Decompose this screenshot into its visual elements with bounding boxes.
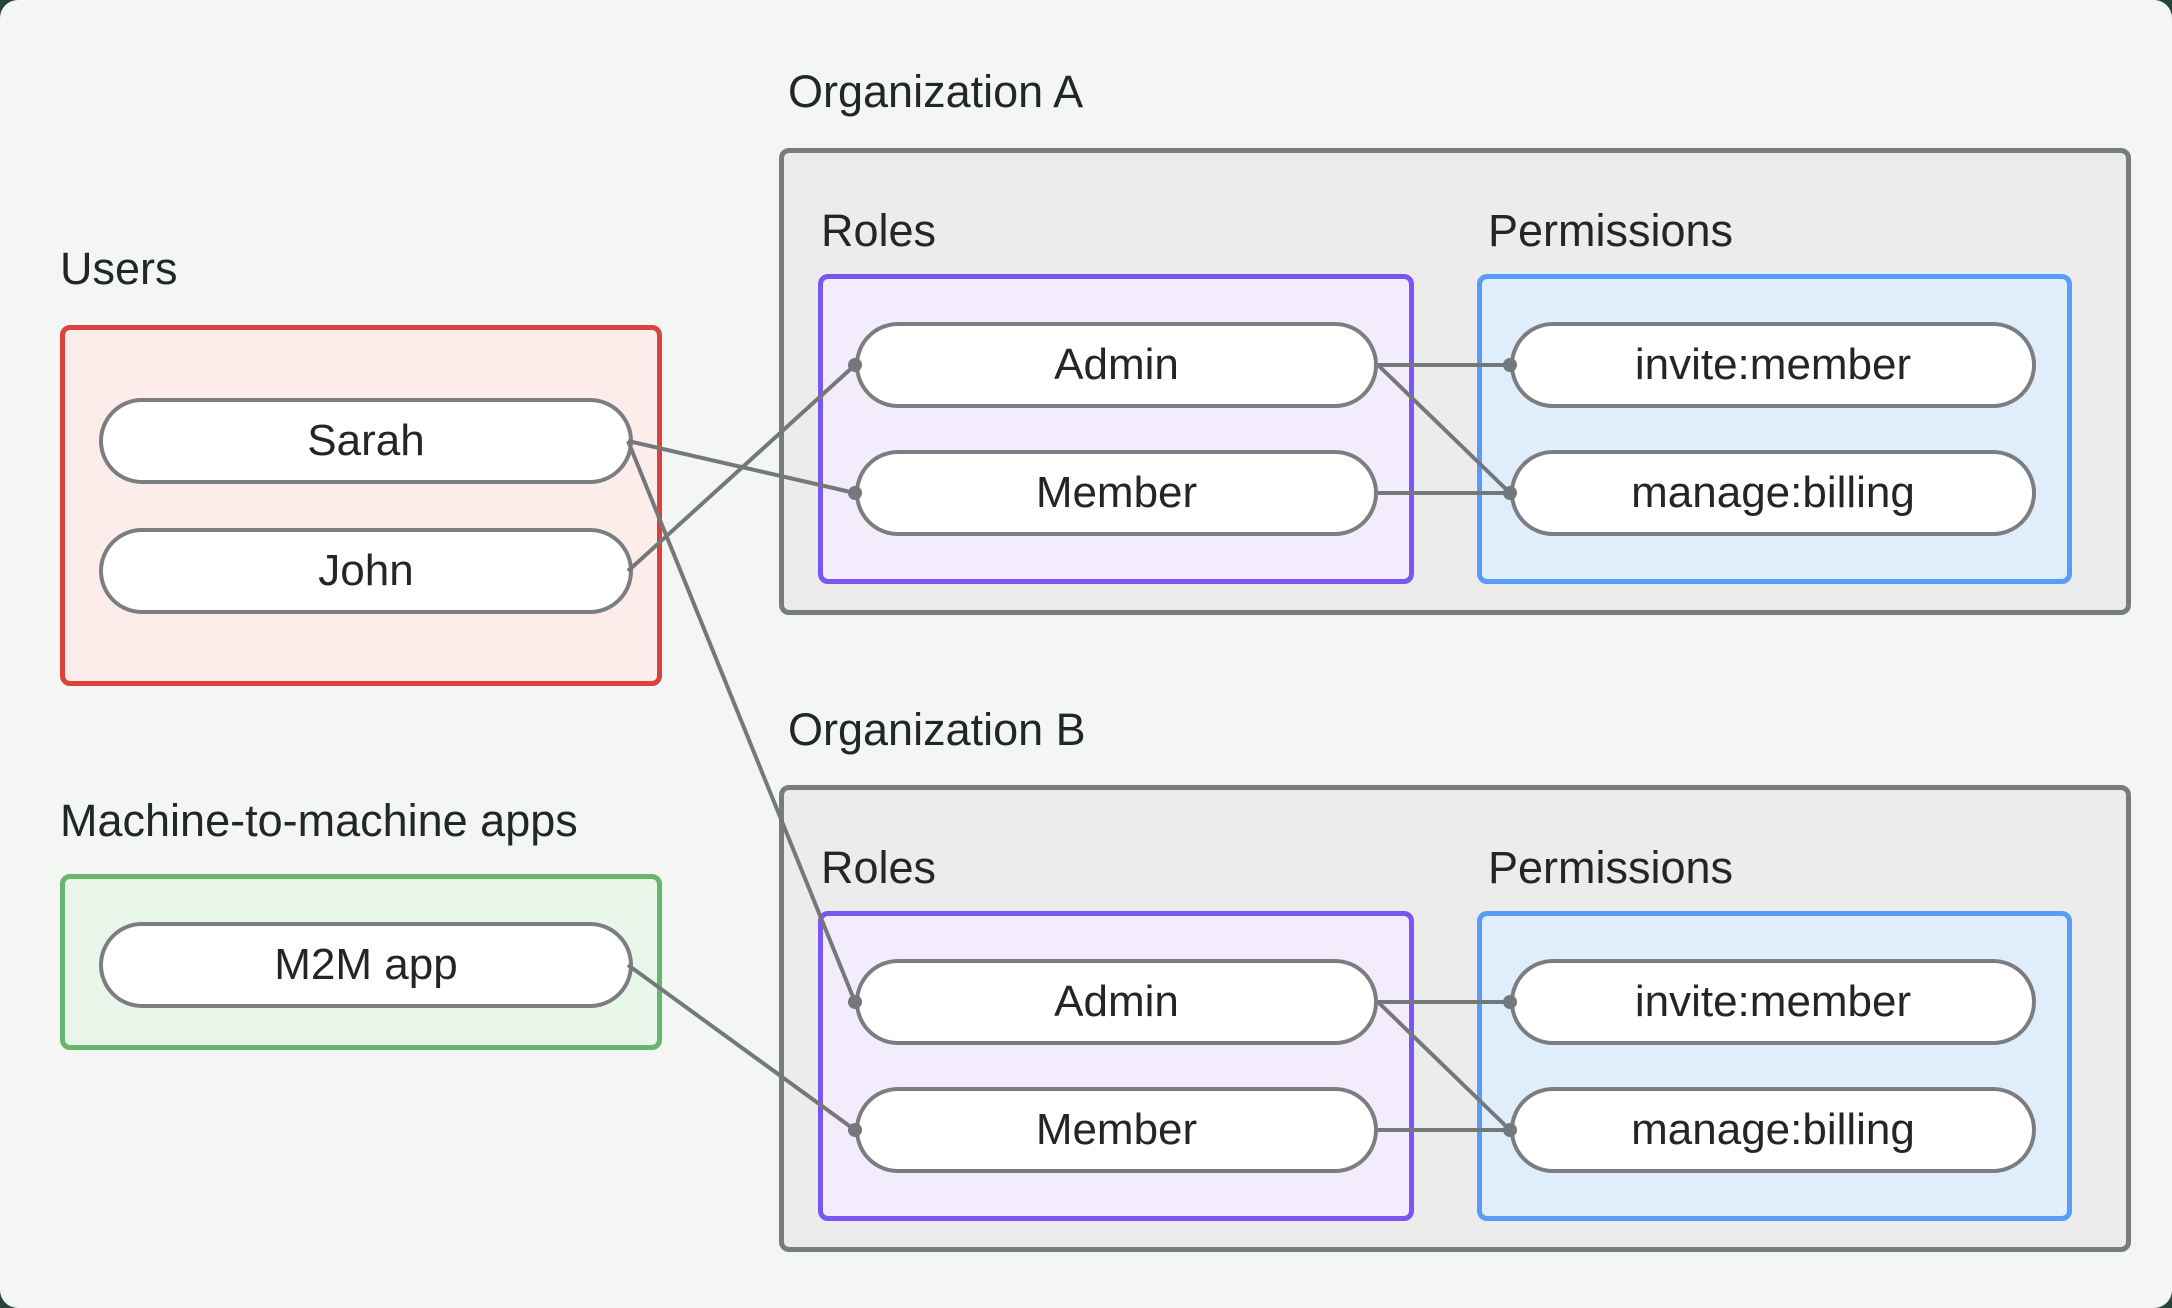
org-b-container: Roles Permissions Admin Member invite:me… bbox=[779, 785, 2131, 1252]
user-node-john: John bbox=[99, 528, 633, 614]
org-a-container: Roles Permissions Admin Member invite:me… bbox=[779, 148, 2131, 615]
org-a-permission-invite-member-label: invite:member bbox=[1634, 340, 1912, 389]
org-a-permission-manage-billing: manage:billing bbox=[1510, 450, 2036, 536]
org-b-role-admin: Admin bbox=[855, 959, 1378, 1045]
org-b-permission-manage-billing: manage:billing bbox=[1510, 1087, 2036, 1173]
org-b-permission-invite-member-label: invite:member bbox=[1634, 977, 1912, 1026]
org-b-roles-box: Admin Member bbox=[818, 911, 1414, 1221]
org-b-role-admin-label: Admin bbox=[1054, 977, 1179, 1026]
org-a-title: Organization A bbox=[788, 66, 1084, 117]
org-a-roles-label: Roles bbox=[821, 205, 937, 256]
org-b-permission-manage-billing-label: manage:billing bbox=[1631, 1105, 1915, 1154]
org-b-permission-invite-member: invite:member bbox=[1510, 959, 2036, 1045]
users-group-label: Users bbox=[60, 243, 178, 294]
org-a-permissions-label: Permissions bbox=[1488, 205, 1734, 256]
org-a-role-member: Member bbox=[855, 450, 1378, 536]
org-a-permission-invite-member: invite:member bbox=[1510, 322, 2036, 408]
org-b-permissions-label: Permissions bbox=[1488, 842, 1734, 893]
user-node-sarah: Sarah bbox=[99, 398, 633, 484]
user-node-john-label: John bbox=[318, 546, 414, 595]
m2m-app-node: M2M app bbox=[99, 922, 633, 1008]
org-b-title: Organization B bbox=[788, 704, 1086, 755]
m2m-group-box: M2M app bbox=[60, 874, 662, 1050]
org-a-role-admin: Admin bbox=[855, 322, 1378, 408]
org-a-role-admin-label: Admin bbox=[1054, 340, 1179, 389]
m2m-group-label: Machine-to-machine apps bbox=[60, 795, 578, 846]
org-b-role-member: Member bbox=[855, 1087, 1378, 1173]
org-a-role-member-label: Member bbox=[1035, 468, 1198, 517]
org-b-roles-label: Roles bbox=[821, 842, 937, 893]
org-a-roles-box: Admin Member bbox=[818, 274, 1414, 584]
org-a-permissions-box: invite:member manage:billing bbox=[1477, 274, 2072, 584]
org-a-permission-manage-billing-label: manage:billing bbox=[1631, 468, 1915, 517]
m2m-app-node-label: M2M app bbox=[274, 940, 458, 989]
org-b-permissions-box: invite:member manage:billing bbox=[1477, 911, 2072, 1221]
org-b-role-member-label: Member bbox=[1035, 1105, 1198, 1154]
user-node-sarah-label: Sarah bbox=[307, 416, 425, 465]
users-group-box: Sarah John bbox=[60, 325, 662, 686]
